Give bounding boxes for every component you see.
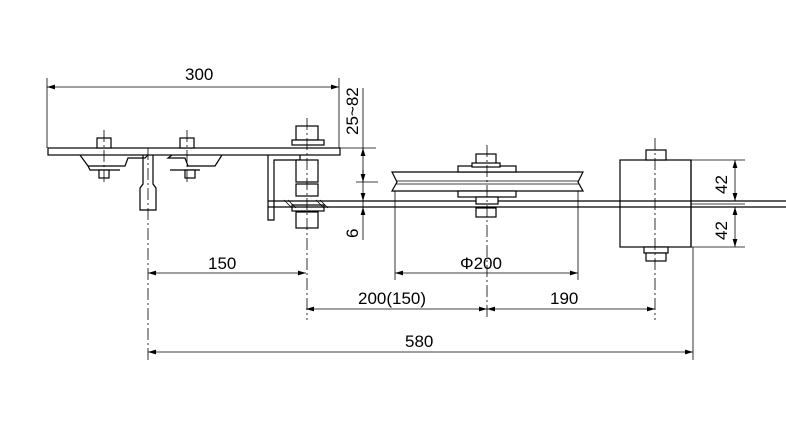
- pulley: [390, 145, 585, 320]
- dim-top-width: 300: [185, 65, 213, 84]
- dim-pulley-diameter: Φ200: [460, 254, 502, 273]
- dim-mount-to-bolt: 150: [208, 254, 236, 273]
- dim-overall-length: 580: [405, 332, 433, 351]
- dim-rail-thickness: 6: [343, 229, 362, 238]
- dim-adjust-height: 25~82: [343, 87, 362, 135]
- mounting-plate: [47, 118, 341, 360]
- clamp-block: [619, 138, 745, 360]
- dim-pulley-to-block: 190: [550, 289, 578, 308]
- dim-block-upper: 42: [712, 175, 731, 194]
- rope-line: [268, 200, 786, 208]
- dimension-lines: [46, 78, 745, 355]
- dim-block-lower: 42: [712, 221, 731, 240]
- dim-bolt-to-pulley: 200(150): [358, 289, 426, 308]
